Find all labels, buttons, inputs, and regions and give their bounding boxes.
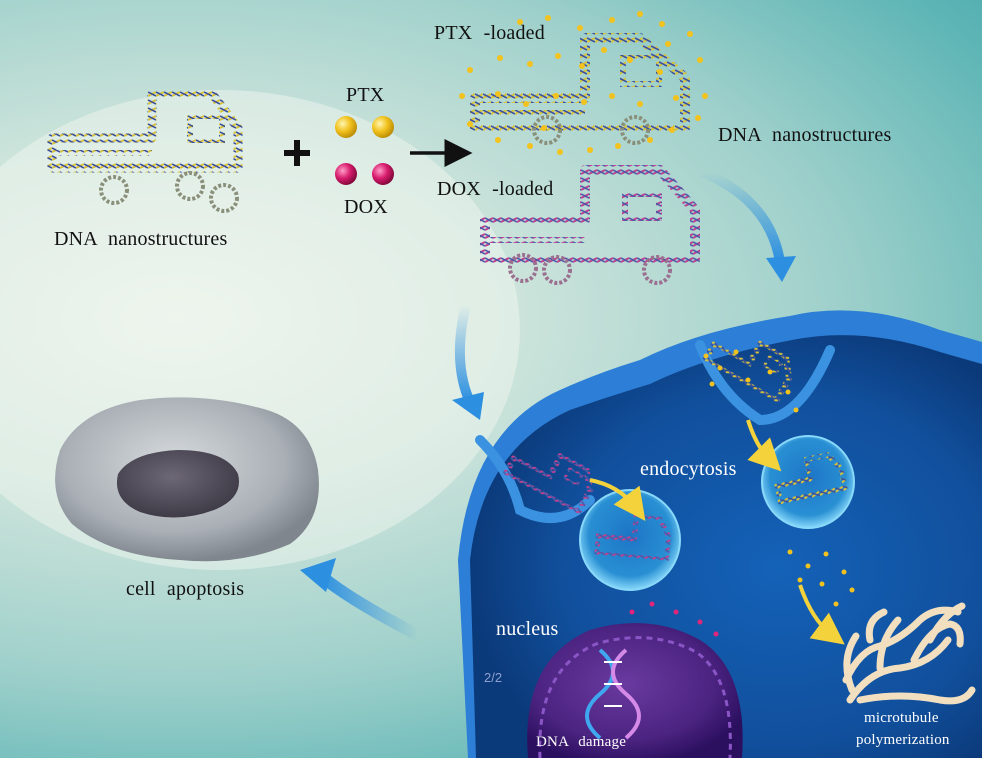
wheel — [175, 171, 205, 201]
dox-loaded-truck — [480, 165, 700, 285]
ptx-drug-molecule — [335, 116, 357, 138]
flow-arrow-to-cell-right — [700, 167, 785, 263]
ptx-loaded-truck — [470, 33, 690, 145]
dna-helix-icon — [585, 648, 641, 740]
label-dox: DOX — [344, 196, 388, 218]
label-microtubule: microtubule — [864, 710, 939, 726]
wheel — [209, 183, 239, 213]
dox-drug-molecule — [335, 163, 357, 185]
label-dox-loaded: DOX -loaded — [437, 178, 554, 200]
nucleus — [527, 622, 743, 758]
apoptotic-cell — [55, 397, 319, 562]
transport-arrow — [589, 478, 646, 521]
transport-arrow — [746, 419, 782, 472]
arrow-head — [452, 392, 484, 420]
label-endocytosis: endocytosis — [640, 458, 737, 480]
arrow-head — [300, 558, 336, 592]
dox-truck-entering-cell — [501, 450, 594, 517]
ptx-released-dots — [787, 549, 855, 607]
ptx-drug-molecule — [372, 116, 394, 138]
ptx-dots-cluster — [459, 11, 708, 155]
label-polymerization: polymerization — [856, 732, 950, 748]
label-cell-apoptosis: cell apoptosis — [126, 578, 245, 600]
label-ptx: PTX — [346, 84, 385, 106]
label-dna-damage: DNA damage — [536, 734, 627, 750]
arrow-head — [766, 256, 796, 282]
label-nucleus: nucleus — [496, 618, 559, 640]
dna-truck-unloaded — [47, 89, 243, 213]
transport-arrow — [798, 584, 845, 645]
microtubule-bundle — [842, 602, 976, 705]
page-indicator: 2/2 — [484, 670, 503, 685]
wheel — [99, 175, 129, 205]
label-dna-nanostructures-left: DNA nanostructures — [54, 228, 228, 250]
flow-arrow-to-cell-left — [454, 303, 475, 405]
plus-sign-icon — [284, 140, 310, 166]
label-dna-nanostructures-right: DNA nanostructures — [718, 124, 892, 146]
dox-drug-molecule — [372, 163, 394, 185]
flow-arrow-to-apoptosis — [316, 570, 421, 641]
label-ptx-loaded: PTX -loaded — [434, 22, 545, 44]
endosome-vesicle-ptx — [761, 435, 855, 529]
ptx-dots-membrane — [703, 349, 799, 413]
endosome-vesicle-dox — [579, 489, 681, 591]
